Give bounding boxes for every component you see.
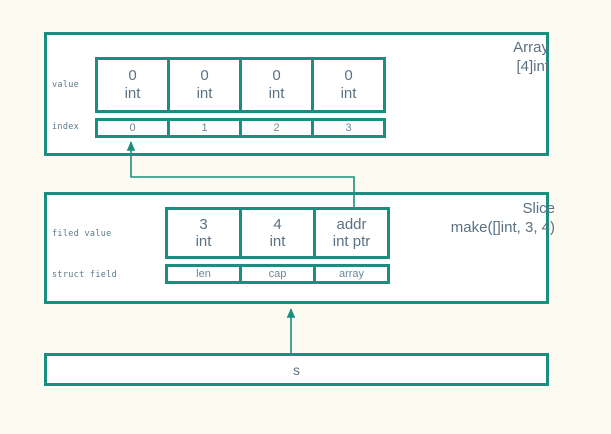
array-value-cell-3: 0 int [311,57,386,113]
variable-label: s [293,361,300,378]
array-value-row-label: value [52,80,80,90]
slice-value-cell-array-value: addr [336,216,367,233]
variable-group-box [44,353,549,386]
slice-value-cell-len-type: int [195,233,212,250]
array-value-cell-3-type: int [340,85,357,102]
array-value-cell-1: 0 int [167,57,242,113]
slice-value-cell-array-type: int ptr [332,233,371,250]
slice-value-cell-cap-value: 4 [273,216,282,233]
slice-title-line1: Slice [522,200,555,217]
array-value-cell-1-type: int [196,85,213,102]
array-title-line1: Array [513,39,549,56]
slice-field-row-label: struct field [52,270,118,280]
slice-title-line2: make([]int, 3, 4) [450,219,555,236]
array-title-line2: [4]int [516,58,549,75]
array-index-cell-0: 0 [95,118,170,138]
slice-value-cell-len: 3 int [165,207,242,259]
array-title: Array [4]int [513,38,549,76]
slice-value-cell-len-value: 3 [199,216,208,233]
slice-field-cell-array: array [313,264,390,284]
array-index-cell-1: 1 [167,118,242,138]
array-index-row-label: index [52,122,80,132]
slice-field-cell-len: len [165,264,242,284]
slice-value-cell-cap: 4 int [239,207,316,259]
slice-field-cell-cap: cap [239,264,316,284]
array-value-cell-1-value: 0 [200,67,209,84]
slice-value-cell-cap-type: int [269,233,286,250]
array-value-cell-0: 0 int [95,57,170,113]
array-value-cell-2-value: 0 [272,67,281,84]
array-value-cell-3-value: 0 [344,67,353,84]
slice-field-row: len cap array [165,264,390,284]
array-value-row: 0 int 0 int 0 int 0 int [95,57,386,113]
array-value-cell-2-type: int [268,85,285,102]
array-value-cell-2: 0 int [239,57,314,113]
array-index-cell-3: 3 [311,118,386,138]
array-index-row: 0 1 2 3 [95,118,386,138]
slice-value-cell-array: addr int ptr [313,207,390,259]
slice-value-row: 3 int 4 int addr int ptr [165,207,390,259]
slice-value-row-label: filed value [52,229,112,239]
array-value-cell-0-type: int [124,85,141,102]
array-value-cell-0-value: 0 [128,67,137,84]
slice-title: Slice make([]int, 3, 4) [451,199,555,237]
array-index-cell-2: 2 [239,118,314,138]
